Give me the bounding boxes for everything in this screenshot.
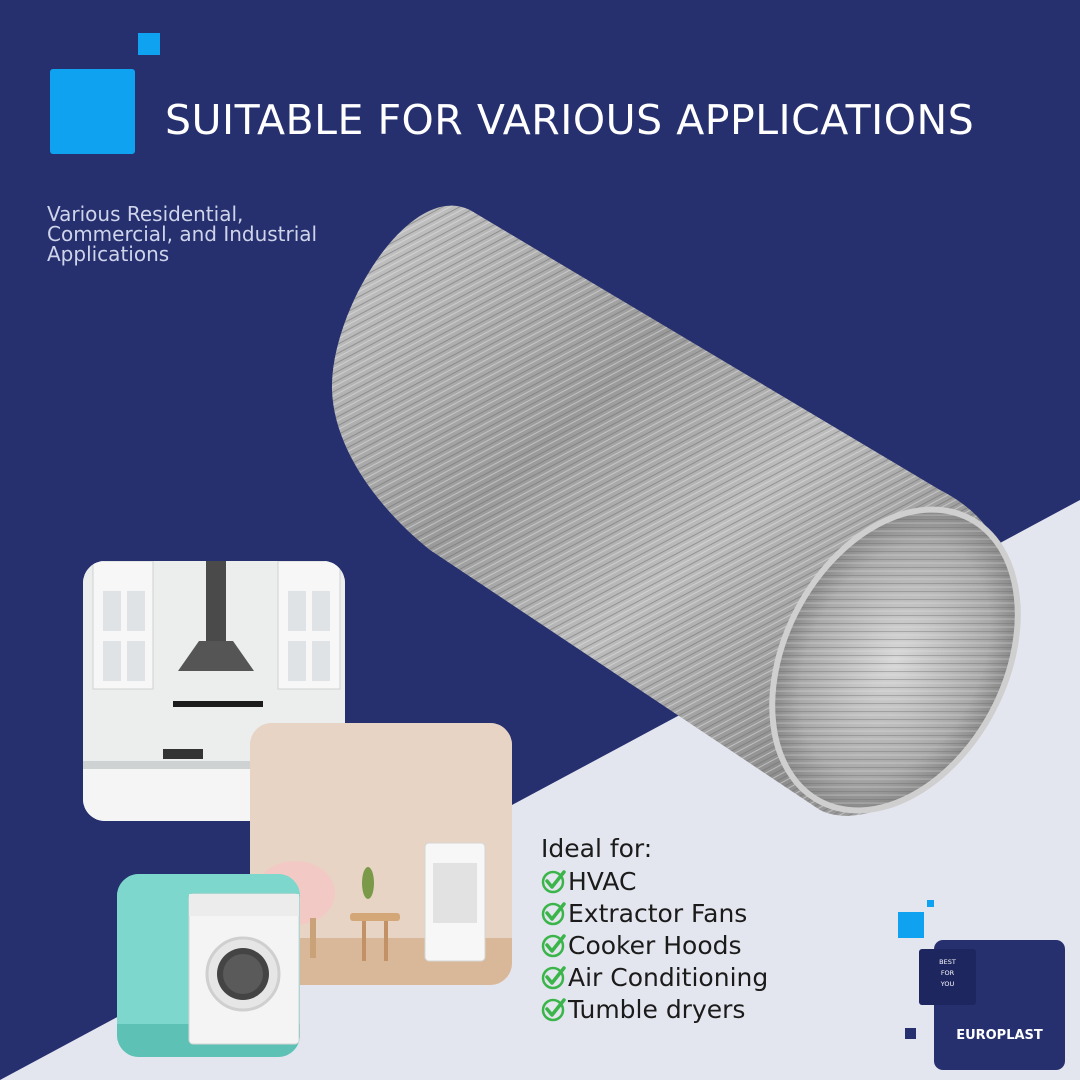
- list-item-label: Air Conditioning: [568, 962, 769, 992]
- logo-small-square-icon: [927, 900, 934, 907]
- logo-tagline-box: BEST FOR YOU: [919, 949, 976, 1005]
- logo-tagline: BEST FOR YOU: [939, 958, 956, 988]
- list-item: Cooker Hoods: [541, 929, 768, 961]
- aluminium-duct-image: [331, 205, 1021, 816]
- logo-navy-square-icon: [905, 1028, 916, 1039]
- list-item-label: Cooker Hoods: [568, 930, 742, 960]
- ideal-for-list: Ideal for: HVAC Extractor Fans Cooker Ho…: [541, 833, 768, 1025]
- green-check-icon: [541, 902, 566, 926]
- tumble-dryer-photo: [117, 874, 300, 1057]
- europlast-logo: BEST FOR YOU EUROPLAST: [895, 895, 1075, 1075]
- list-item-label: Tumble dryers: [568, 994, 746, 1024]
- green-check-icon: [541, 966, 566, 990]
- page-title: SUITABLE FOR VARIOUS APPLICATIONS: [165, 96, 975, 144]
- green-check-icon: [541, 934, 566, 958]
- small-blue-square-icon: [138, 33, 160, 55]
- list-item-label: HVAC: [568, 866, 637, 896]
- green-check-icon: [541, 870, 566, 894]
- logo-brand-name: EUROPLAST: [956, 1028, 1043, 1043]
- list-item-label: Extractor Fans: [568, 898, 748, 928]
- list-item: Air Conditioning: [541, 961, 768, 993]
- page-subtitle: Various Residential, Commercial, and Ind…: [47, 202, 318, 266]
- large-blue-square-icon: [50, 69, 135, 154]
- list-item: Tumble dryers: [541, 993, 768, 1025]
- list-item: HVAC: [541, 865, 768, 897]
- list-item: Extractor Fans: [541, 897, 768, 929]
- green-check-icon: [541, 998, 566, 1022]
- logo-blue-square-icon: [898, 912, 924, 938]
- ideal-for-heading: Ideal for:: [541, 834, 653, 863]
